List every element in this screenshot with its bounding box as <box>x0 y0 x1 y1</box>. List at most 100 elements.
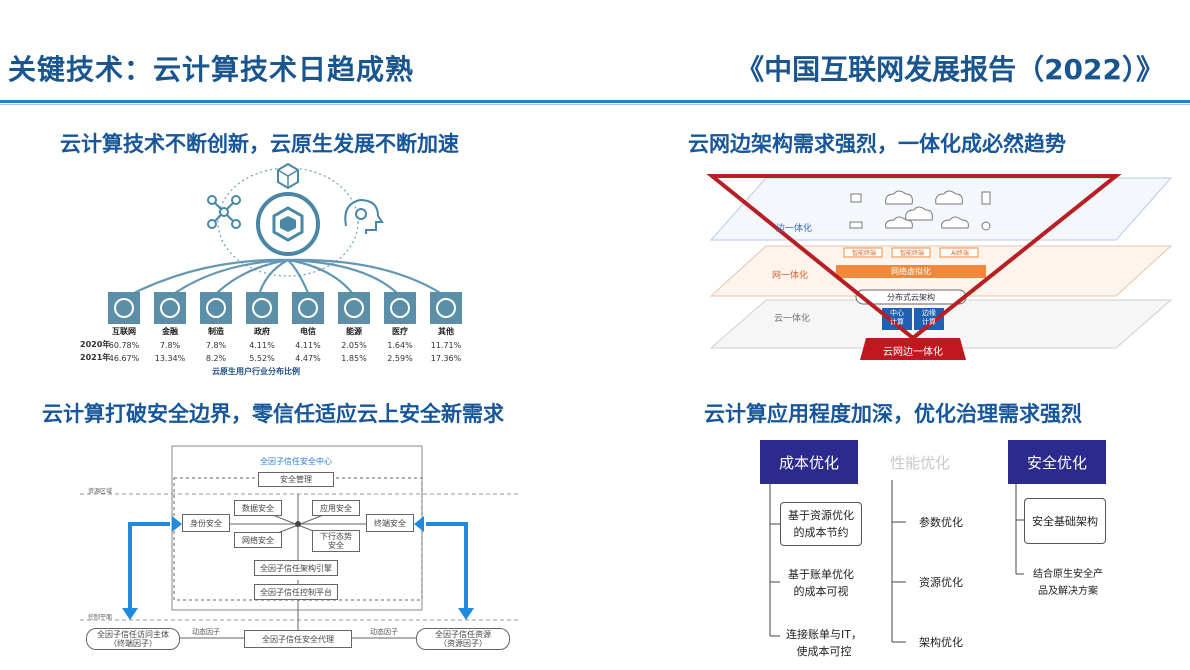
governance-tree-lines <box>769 470 1024 643</box>
value-2021: 13.34% <box>155 354 186 363</box>
value-2021: 17.36% <box>431 354 462 363</box>
edge-compute-box <box>914 308 944 330</box>
trust-engine-box: 全因子信任架构引擎 <box>254 560 338 576</box>
network-bar-label: 网络虚拟化 <box>891 267 931 276</box>
value-2021: 46.67% <box>109 354 140 363</box>
left-arrow-head <box>122 608 138 620</box>
bank-house-icon <box>154 292 186 324</box>
identity-security-box: 身份安全 <box>182 514 230 532</box>
security-item-1: 安全基础架构 <box>1024 498 1106 544</box>
cloud-network-edge-diagram <box>706 174 1173 360</box>
security-item-2: 结合原生安全产 品及解决方案 <box>1033 569 1103 597</box>
page-title: 关键技术：云计算技术日趋成熟 <box>8 53 415 86</box>
industry-label: 制造 <box>208 326 224 336</box>
performance-optimization-header: 性能优化 <box>890 454 951 472</box>
layer-label-cloud: 云一体化 <box>774 314 811 324</box>
industry-label: 互联网 <box>112 326 136 336</box>
cloud-pill-label: 分布式云架构 <box>887 293 935 302</box>
center-compute-box <box>882 308 912 330</box>
edge-tags <box>843 247 979 258</box>
cost-item-1: 基于资源优化 的成本节约 <box>780 502 862 546</box>
industry-label: 金融 <box>161 326 178 336</box>
value-2020: 60.78% <box>109 341 140 350</box>
row-label-2021: 2021年 <box>80 353 111 362</box>
q4-title: 云计算应用程度加深，优化治理需求强烈 <box>704 402 1082 426</box>
edge-tag-3: AI终端 <box>951 250 969 257</box>
perf-item-2: 资源优化 <box>919 576 963 589</box>
industry-label: 医疗 <box>392 326 408 336</box>
base-label: 云网边一体化 <box>883 347 943 358</box>
value-2020: 7.8% <box>160 341 181 350</box>
leaf-icon <box>338 292 370 324</box>
data-security-box: 数据安全 <box>234 500 282 516</box>
q2-title: 云网边架构需求强烈，一体化成必然趋势 <box>688 132 1066 156</box>
globe-icon <box>108 292 140 324</box>
value-2020: 4.11% <box>249 341 275 350</box>
network-virtualization-bar <box>836 265 986 278</box>
right-arrow-in <box>414 516 424 532</box>
ai-head-icon <box>344 198 384 234</box>
edge-compute-label: 边缘 计算 <box>922 309 936 326</box>
device-security-box: 下行态势 安全 <box>312 530 360 552</box>
security-management-box: 安全管理 <box>258 472 334 487</box>
distribution-caption: 云原生用户行业分布比例 <box>212 367 300 376</box>
trust-control-box: 全因子信任控制平台 <box>254 584 338 600</box>
medical-kit-icon <box>384 292 416 324</box>
row-label-2020: 2020年 <box>80 340 111 349</box>
edge-tag-2: 智能终端 <box>899 250 924 257</box>
left-arrow-in <box>172 516 182 532</box>
perf-item-3: 架构优化 <box>919 636 963 649</box>
telecom-globe-icon <box>292 292 324 324</box>
value-2021: 4.47% <box>295 354 321 363</box>
value-2021: 1.85% <box>341 354 367 363</box>
dynamic-factor-arrows <box>128 522 468 614</box>
access-subject-box: 全因子信任访问主体 （终端因子） <box>86 628 180 650</box>
value-2020: 2.05% <box>341 341 367 350</box>
perf-item-1: 参数优化 <box>919 516 963 529</box>
zone-label-control: 控制平面 <box>88 614 113 621</box>
network-nodes-icon <box>207 195 241 229</box>
trust-resource-box: 全因子信任资源 （资源因子） <box>416 628 510 650</box>
title-divider <box>0 100 1190 103</box>
layer-label-network: 网一体化 <box>772 271 809 281</box>
dynamic-factor-right: 动态因子 <box>370 628 398 636</box>
value-2021: 2.59% <box>387 354 413 363</box>
kubernetes-cube-icon <box>256 192 320 256</box>
q1-title: 云计算技术不断创新，云原生发展不断加速 <box>60 132 459 156</box>
q3-title: 云计算打破安全边界，零信任适应云上安全新需求 <box>42 402 504 426</box>
funnel-triangle <box>706 174 1122 341</box>
value-2020: 1.64% <box>387 341 413 350</box>
title-divider-thin <box>0 104 1190 105</box>
cloud-native-diagram: 互联网60.78%46.67%金融7.8%13.34%制造7.8%8.2%政府4… <box>108 162 462 363</box>
edge-tag-1: 智能终端 <box>851 250 876 257</box>
terminal-security-box: 终端安全 <box>366 514 414 532</box>
value-2021: 5.52% <box>249 354 275 363</box>
report-title: 《中国互联网发展报告（2022）》 <box>736 53 1164 86</box>
government-icon <box>246 292 278 324</box>
security-optimization-header: 安全优化 <box>1008 440 1106 484</box>
industry-label: 其他 <box>438 326 454 336</box>
small-cube-icon <box>277 162 299 190</box>
cost-optimization-header: 成本优化 <box>760 440 858 484</box>
cost-item-2: 基于账单优化 的成本可视 <box>788 568 854 598</box>
value-2020: 4.11% <box>295 341 321 350</box>
network-security-box: 网络安全 <box>234 532 282 548</box>
base-block <box>860 338 966 360</box>
value-2021: 8.2% <box>206 354 227 363</box>
center-compute-label: 中心 计算 <box>890 309 904 326</box>
industry-label: 电信 <box>300 326 316 336</box>
zone-label-resource: 资源区域 <box>88 488 113 495</box>
industry-label: 能源 <box>346 326 362 336</box>
value-2020: 7.8% <box>206 341 227 350</box>
trust-proxy-box: 全因子信任安全代理 <box>244 630 352 648</box>
cost-item-3: 连接账单与IT， 使成本可控 <box>786 628 862 658</box>
app-security-box: 应用安全 <box>312 500 360 516</box>
value-2020: 11.71% <box>431 341 462 350</box>
dynamic-factor-left: 动态因子 <box>192 628 220 636</box>
layer-label-edge: 边一体化 <box>776 224 813 234</box>
trust-center-title: 全因子信任安全中心 <box>260 457 332 466</box>
right-arrow-head <box>458 608 474 620</box>
edge-devices <box>849 190 991 231</box>
worker-icon <box>200 292 232 324</box>
grid-icon <box>430 292 462 324</box>
